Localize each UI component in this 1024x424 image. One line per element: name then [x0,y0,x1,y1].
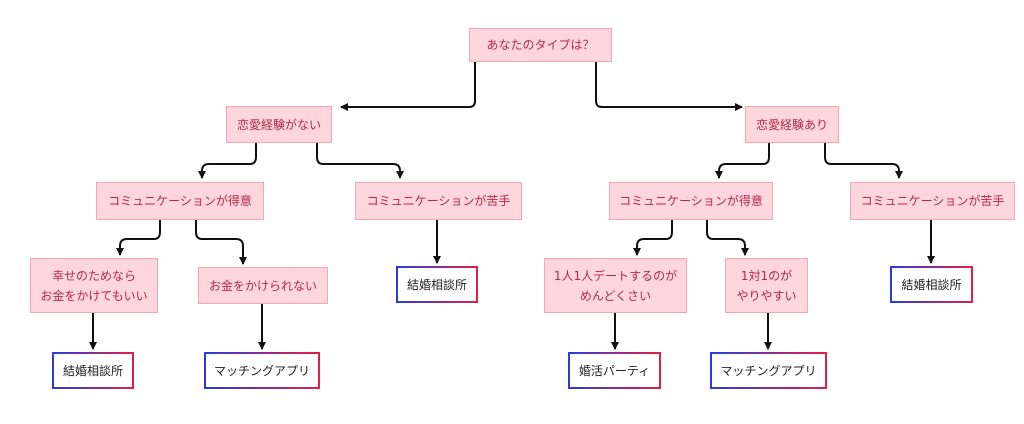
result-left-good-b: マッチングアプリ [204,352,320,389]
edge-left-bad [316,143,404,179]
node-left-good-b: お金をかけられない [198,267,328,304]
result-left-bad: 結婚相談所 [396,266,478,303]
node-right-bad: コミュニケーションが苦手 [850,182,1015,220]
result-right-good-b: マッチングアプリ [710,352,827,389]
node-right-good-b: 1対1のが やりやすい [725,258,808,313]
node-left-bad: コミュニケーションが苦手 [355,182,522,220]
node-left: 恋愛経験がない [226,106,332,143]
result-left-good-a: 結婚相談所 [52,352,134,389]
edge-right-bad [824,143,903,179]
edge-lgood-a [116,220,161,256]
node-right: 恋愛経験あり [745,106,839,143]
result-right-good-a: 婚活パーティ [568,352,661,389]
node-root: あなたのタイプは？ [469,28,612,62]
edge-right-good [715,143,770,179]
node-right-good-a: 1人1人デートするのが めんどくさい [544,258,687,313]
result-right-bad: 結婚相談所 [890,266,973,303]
node-left-good: コミュニケーションが得意 [96,182,264,220]
edge-root-left [340,62,476,111]
edge-rgood-b [706,220,749,256]
edge-rgood-a [633,220,673,256]
node-left-good-a: 幸せのためなら お金をかけてもいい [30,258,158,313]
node-right-good: コミュニケーションが得意 [609,182,773,220]
edge-left-good [198,143,257,179]
edge-lgood-b [195,220,247,265]
edge-root-right [595,62,743,111]
